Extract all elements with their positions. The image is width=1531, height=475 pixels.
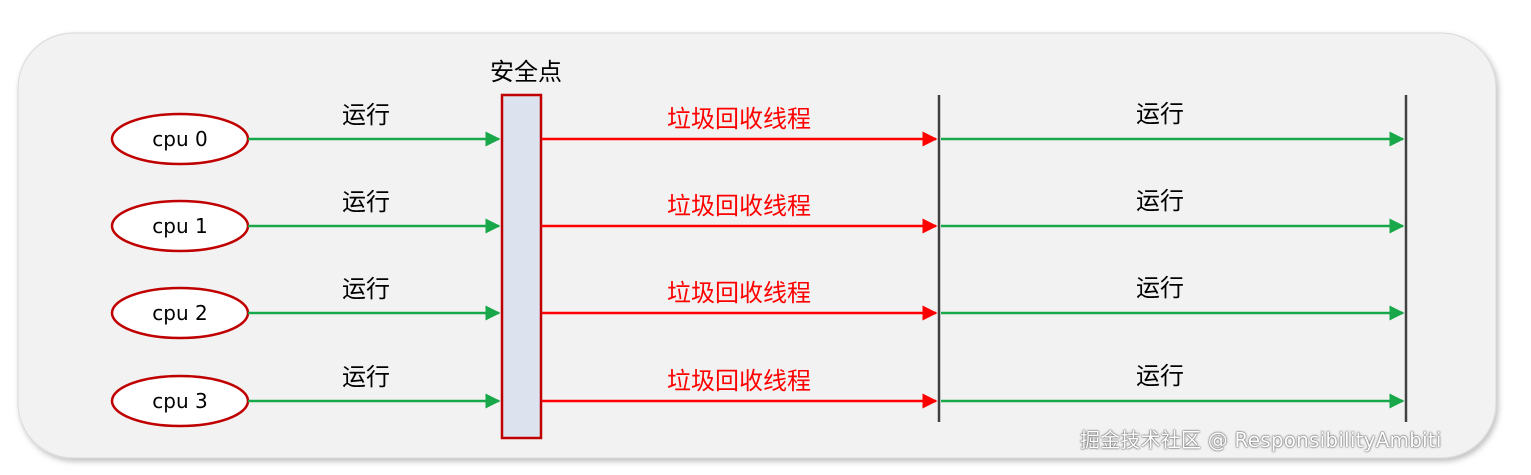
watermark-text: 掘金技术社区 @ ResponsibilityAmbiti xyxy=(1080,428,1442,452)
gc-thread-label: 垃圾回收线程 xyxy=(667,279,811,307)
cpu-row: cpu 1 运行 垃圾回收线程 运行 xyxy=(110,187,1405,253)
run-label-before: 运行 xyxy=(342,188,390,216)
run-label-after: 运行 xyxy=(1136,362,1184,390)
cpu-label: cpu 3 xyxy=(152,389,207,413)
run-label-after: 运行 xyxy=(1136,100,1184,128)
run-label-after: 运行 xyxy=(1136,187,1184,215)
run-label-before: 运行 xyxy=(342,275,390,303)
cpu-label: cpu 1 xyxy=(152,214,207,238)
gc-thread-label: 垃圾回收线程 xyxy=(667,105,811,133)
run-label-after: 运行 xyxy=(1136,274,1184,302)
cpu-label: cpu 2 xyxy=(152,301,207,325)
run-label-before: 运行 xyxy=(342,101,390,129)
cpu-rows: cpu 0运行垃圾回收线程运行cpu 1运行垃圾回收线程运行cpu 2运行垃圾回… xyxy=(110,100,1405,428)
gc-thread-label: 垃圾回收线程 xyxy=(667,367,811,395)
cpu-row: cpu 2 运行 垃圾回收线程 运行 xyxy=(110,274,1405,340)
cpu-row: cpu 0 运行 垃圾回收线程 运行 xyxy=(110,100,1405,166)
cpu-row: cpu 3 运行 垃圾回收线程 运行 xyxy=(110,362,1405,428)
cpu-label: cpu 0 xyxy=(152,127,207,151)
run-label-before: 运行 xyxy=(342,363,390,391)
safepoint-bar xyxy=(500,93,543,440)
gc-thread-label: 垃圾回收线程 xyxy=(667,192,811,220)
safepoint-label: 安全点 xyxy=(490,58,562,86)
